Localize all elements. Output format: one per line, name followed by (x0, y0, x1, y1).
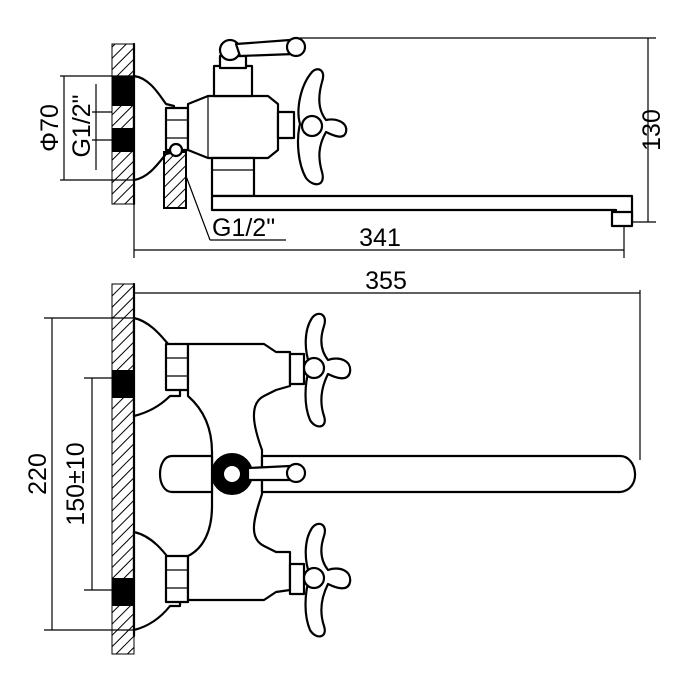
side-lever (234, 38, 296, 58)
front-cross-handle-top (304, 312, 352, 428)
dim-label-355: 355 (365, 267, 407, 295)
side-wall-pipe (112, 76, 134, 106)
dim-label-phi70: Φ70 (36, 104, 64, 152)
front-diverter-base (159, 454, 214, 494)
front-cross-handle-bottom (304, 522, 352, 638)
thread-label-outlet: G1/2" (212, 214, 275, 242)
front-handle-nut-bottom (288, 562, 306, 596)
side-view: 130 341 G1/2" Φ70 G1/2" (36, 36, 666, 258)
front-spout (260, 454, 637, 494)
front-diverter-lever (246, 464, 294, 482)
thread-label-inlet: G1/2" (68, 94, 96, 157)
side-handle-nut (276, 110, 296, 140)
dim-label-341: 341 (359, 224, 401, 252)
front-flange-bottom (132, 530, 182, 632)
side-shower-outlet (163, 151, 187, 209)
side-aerator (610, 210, 634, 228)
side-lower-nut (210, 156, 256, 198)
front-flange-top (132, 316, 182, 418)
dim-label-150: 150±10 (62, 442, 90, 525)
dim-label-220: 220 (24, 453, 52, 495)
dim-label-130: 130 (638, 109, 666, 151)
front-view: 355 220 150±10 (24, 267, 641, 655)
side-body (186, 94, 280, 160)
side-valve-stem (212, 64, 254, 98)
front-handle-nut-top (288, 352, 306, 386)
